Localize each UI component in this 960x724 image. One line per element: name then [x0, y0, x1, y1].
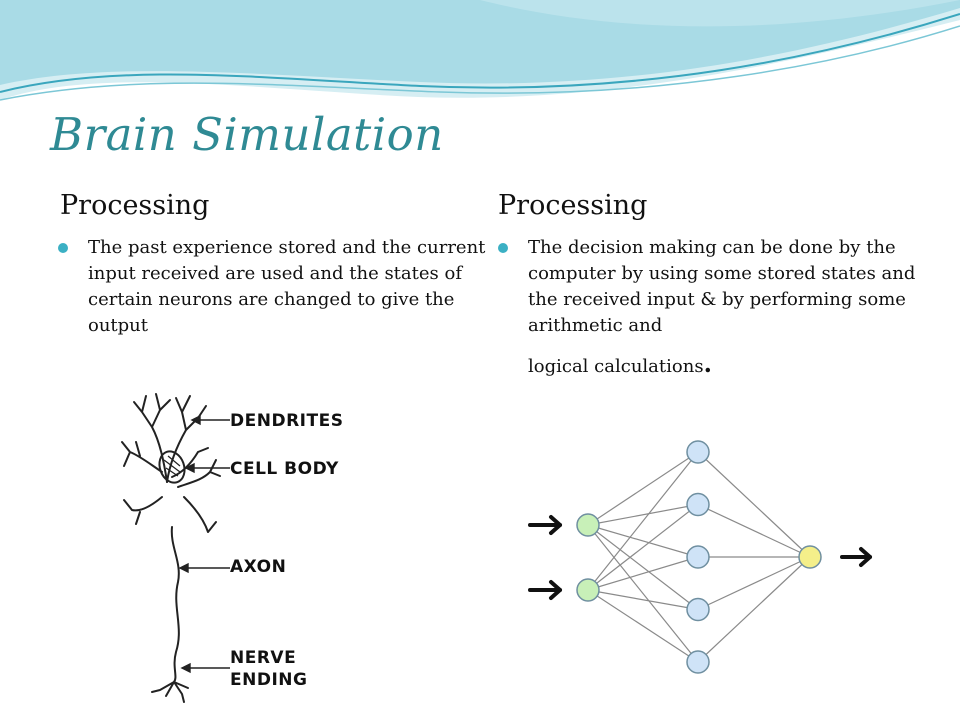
dendrites-label: DENDRITES	[230, 411, 344, 431]
left-bullet: The past experience stored and the curre…	[58, 235, 488, 339]
network-edge	[587, 451, 699, 591]
hidden-node	[686, 650, 710, 674]
network-edge	[697, 503, 811, 558]
right-bullet-text: The decision making can be done by the c…	[528, 237, 916, 336]
left-column-heading: Processing	[60, 190, 210, 221]
hidden-node	[686, 545, 710, 569]
right-bullet-tail: logical calculations.	[528, 349, 712, 378]
bullet-dot-icon	[58, 243, 68, 253]
input-node	[576, 578, 600, 602]
network-edge	[587, 451, 699, 526]
network-edge	[587, 524, 699, 663]
hidden-node	[686, 440, 710, 464]
output-node	[798, 545, 822, 569]
hidden-node	[686, 492, 710, 517]
network-edge	[697, 556, 811, 611]
output-arrow-icon	[859, 547, 872, 567]
neuron-diagram: DENDRITES CELL BODY AXON NERVE ENDING	[112, 372, 348, 720]
hidden-node	[686, 597, 710, 622]
input-arrow-icon	[549, 515, 562, 535]
neural-network-diagram	[528, 440, 872, 674]
network-edge	[587, 504, 699, 591]
slide-title: Brain Simulation	[50, 108, 444, 161]
neuron-drawing	[121, 393, 230, 703]
network-edge	[697, 556, 811, 663]
input-arrow-icon	[549, 580, 562, 600]
right-bullet: The decision making can be done by the c…	[498, 235, 948, 380]
cell-body-label: CELL BODY	[230, 459, 339, 479]
network-edge	[587, 524, 699, 610]
header-wave	[0, 0, 960, 101]
network-edge	[587, 524, 699, 558]
network-edge	[587, 589, 699, 663]
bullet-dot-icon	[498, 243, 508, 253]
input-node	[576, 513, 600, 537]
right-column-heading: Processing	[498, 190, 648, 221]
nerve-ending-label: NERVE ENDING	[230, 648, 308, 690]
network-edge	[587, 556, 699, 591]
network-edge	[697, 451, 811, 558]
network-edge	[587, 503, 699, 526]
network-edge	[587, 589, 699, 611]
axon-label: AXON	[230, 557, 287, 577]
left-bullet-text: The past experience stored and the curre…	[88, 237, 486, 336]
